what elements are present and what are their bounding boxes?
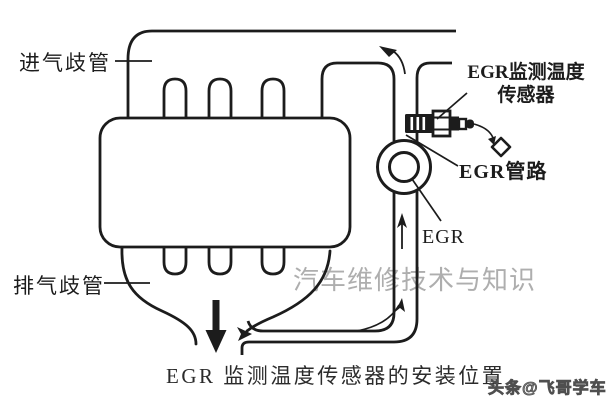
exhaust-manifold-outline (120, 246, 332, 346)
flow-arrow-up-icon (397, 213, 407, 249)
intake-manifold-outline (126, 29, 456, 142)
egr-pipe-label: EGR管路 (459, 161, 548, 183)
egr-temp-sensor-label: EGR监测温度 传感器 (455, 61, 597, 107)
leader-lines (104, 60, 468, 284)
corner-watermark: 头条@飞哥学车 (488, 380, 607, 398)
exhaust-flow-arrow-icon (205, 300, 227, 353)
egr-valve-label: EGR (422, 226, 465, 248)
sensor-wire-connector (473, 123, 512, 158)
exhaust-manifold-label: 排气歧管 (13, 274, 105, 298)
intake-runners (162, 77, 286, 119)
center-watermark: 汽车维修技术与知识 (293, 266, 537, 295)
temperature-sensor (405, 109, 474, 138)
flow-arrow-bend-icon (356, 298, 405, 332)
intake-manifold-label: 进气歧管 (19, 51, 111, 75)
flow-arrow-inlet-icon (237, 327, 252, 341)
egr-temp-sensor-label-line1: EGR监测温度 (467, 62, 585, 83)
exhaust-runners (162, 246, 286, 276)
egr-pipe-walls (240, 191, 419, 355)
egr-temp-sensor-label-line2: 传感器 (497, 85, 555, 106)
egr-valve (376, 139, 432, 195)
engine-block (98, 116, 352, 249)
flow-arrow-top-icon (379, 46, 406, 75)
figure-caption: EGR 监测温度传感器的安装位置 (166, 364, 506, 388)
